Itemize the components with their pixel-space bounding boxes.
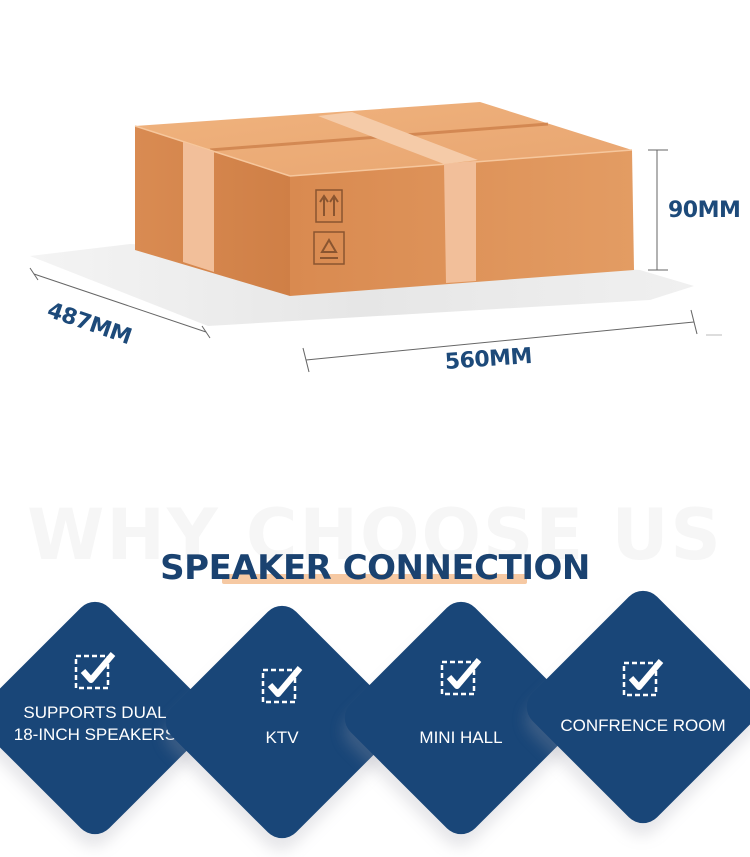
width-dimension-line (29, 267, 211, 339)
checkbox-check-icon (261, 666, 303, 704)
feature-label: MINI HALL (419, 728, 503, 747)
feature-label: SUPPORTS DUAL 18-INCH SPEAKERS (13, 703, 177, 744)
section-title: SPEAKER CONNECTION (160, 548, 590, 588)
checkbox-check-icon (74, 652, 116, 690)
tape-top (318, 112, 478, 164)
title-underline (222, 574, 527, 584)
height-label: 90MM (668, 198, 741, 223)
feature-card-dual-speakers: SUPPORTS DUAL 18-INCH SPEAKERS (0, 593, 220, 843)
height-dimension-line (648, 149, 668, 271)
recycle-icon (313, 231, 345, 265)
checkbox-check-icon (440, 658, 482, 696)
feature-label: KTV (265, 728, 299, 747)
tape-front (444, 161, 476, 283)
feature-card-conference-room: CONFRENCE ROOM (518, 582, 750, 832)
feature-card-mini-hall: MINI HALL (336, 593, 586, 843)
diamond-background (518, 582, 750, 832)
checkbox-check-icon (622, 659, 664, 697)
feature-label: CONFRENCE ROOM (560, 716, 726, 735)
length-dimension-line (302, 309, 698, 373)
tape-side (183, 142, 214, 272)
feature-card-ktv: KTV (157, 597, 407, 847)
this-side-up-icon (315, 189, 343, 223)
watermark-heading: WHY CHOOSE US (27, 494, 723, 576)
